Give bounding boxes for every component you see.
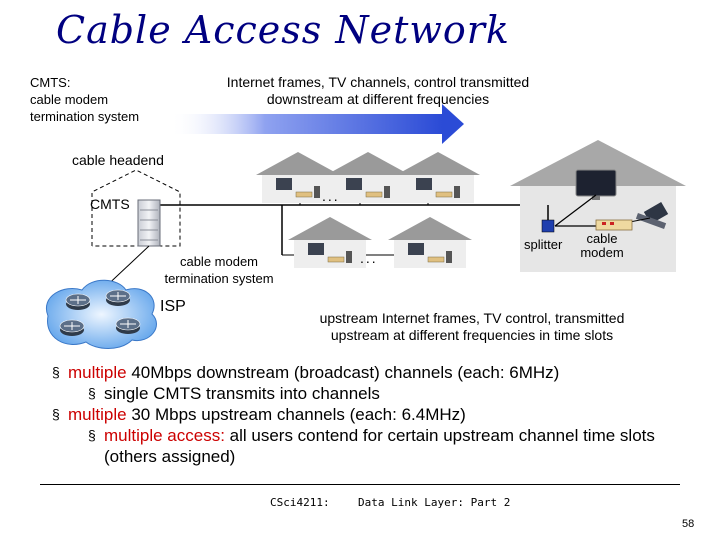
page-number: 58	[682, 518, 695, 530]
downstream-note-line: downstream at different frequencies	[266, 91, 490, 107]
home-icon	[388, 217, 472, 268]
bullet-text: single CMTS transmits into channels	[104, 384, 380, 403]
cmts-sublabel-line: termination system	[164, 271, 274, 286]
bullet-list: § multiple 40Mbps downstream (broadcast)…	[52, 362, 712, 467]
upstream-note-line: upstream at different frequencies in tim…	[330, 327, 614, 343]
cmts-label: CMTS	[90, 196, 130, 212]
router-icon	[115, 317, 141, 334]
bullet-text: 30 Mbps upstream channels (each: 6.4MHz)	[126, 405, 466, 424]
modem-label-line: cable	[586, 231, 618, 246]
cmts-definition-line: CMTS:	[30, 75, 71, 90]
cable-line-inhouse	[554, 194, 597, 227]
subscriber-house	[510, 140, 686, 272]
cable-line-inhouse	[629, 217, 651, 223]
headend-label: cable headend	[72, 152, 164, 168]
bullet-item: § single CMTS transmits into channels	[52, 383, 712, 404]
upstream-note: upstream Internet frames, TV control, tr…	[284, 310, 660, 344]
bullet-lead: multiple	[68, 405, 127, 424]
modem-label: cable modem	[572, 232, 632, 260]
bullet-lead: multiple	[68, 363, 127, 382]
cmts-definition: CMTS: cable modem termination system	[30, 74, 139, 125]
bullet-text: all users contend for certain upstream c…	[104, 426, 655, 466]
modem-label-line: modem	[580, 245, 624, 260]
ellipsis-bottom: ...	[360, 250, 378, 266]
home-icon	[256, 152, 340, 203]
upstream-note-line: upstream Internet frames, TV control, tr…	[319, 310, 625, 326]
downstream-arrow	[170, 104, 464, 144]
bullet-item: § multiple 30 Mbps upstream channels (ea…	[52, 404, 712, 425]
bullet-text: 40Mbps downstream (broadcast) channels (…	[126, 363, 560, 382]
headend-outline	[91, 169, 181, 247]
footer-topic: Data Link Layer: Part 2	[358, 496, 511, 509]
slide-title: Cable Access Network	[56, 8, 510, 52]
bullet-marker: §	[52, 364, 60, 380]
downstream-note-line: Internet frames, TV channels, control tr…	[226, 74, 530, 90]
isp-label: ISP	[160, 298, 186, 315]
bullet-item: § multiple access: all users contend for…	[52, 425, 712, 467]
router-icon	[65, 293, 91, 310]
cmts-definition-line: termination system	[30, 109, 140, 124]
router-icon	[59, 319, 85, 336]
splitter-box	[541, 219, 555, 233]
home-icon	[326, 152, 410, 203]
bullet-marker: §	[52, 406, 60, 422]
isp-cloud	[45, 279, 157, 349]
home-icon	[288, 217, 372, 268]
ellipsis-top: ...	[322, 188, 340, 204]
footer-rule	[40, 484, 680, 485]
footer-course: CSci4211:	[270, 496, 330, 509]
cmts-sublabel: cable modem termination system	[156, 253, 282, 287]
bullet-item: § multiple 40Mbps downstream (broadcast)…	[52, 362, 712, 383]
bullet-marker: §	[88, 427, 96, 443]
router-icon	[105, 289, 131, 306]
downstream-note: Internet frames, TV channels, control tr…	[188, 74, 568, 108]
bullet-marker: §	[88, 385, 96, 401]
home-icon	[396, 152, 480, 203]
bullet-lead: multiple access:	[104, 426, 225, 445]
cable-modem-device	[595, 219, 633, 231]
cmts-definition-line: cable modem	[30, 92, 109, 107]
cmts-sublabel-line: cable modem	[179, 254, 259, 269]
cmts-rack	[137, 199, 161, 247]
splitter-label: splitter	[524, 237, 563, 252]
